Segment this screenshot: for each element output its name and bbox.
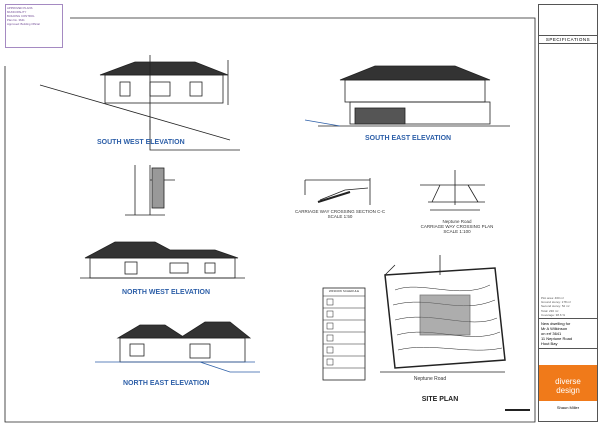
crossing-section-label: CARRIAGE WAY CROSSING SECTION C-C (295, 209, 386, 214)
area-line: Coverage: 38.6 % (541, 312, 566, 317)
project-description: New dwelling for Mr A Wilkinson on erf 3… (539, 318, 597, 349)
stamp-line: APPROVED PLANS (7, 6, 33, 10)
area-line: Second storey: 52 m² (541, 304, 570, 309)
window-schedule-box (322, 287, 366, 381)
project-line: 11 Neptune Road (541, 336, 573, 341)
site-plan-title: SITE PLAN (421, 396, 459, 403)
north-east-elevation-title: NORTH EAST ELEVATION (123, 380, 210, 387)
stamp-line: BUILDING CONTROL (7, 14, 35, 18)
area-schedule: Plot area: 460 m² Ground storey: 178 m² … (539, 295, 597, 318)
firm-logo: diverse design (539, 365, 597, 401)
stamp-line: MUNICIPALITY (7, 10, 27, 14)
north-east-elevation-drawing (95, 321, 260, 373)
stamp-line: Plan No. 3641 (7, 18, 25, 22)
stamp-line: Approved: Building Official (7, 22, 40, 26)
area-line: Ground storey: 178 m² (541, 300, 572, 305)
south-east-elevation-title: SOUTH EAST ELEVATION (365, 135, 452, 142)
title-block: SPECIFICATIONS Plot area: 460 m² Ground … (538, 4, 598, 422)
site-road-label: Neptune Road (413, 376, 447, 382)
crossing-plan-label: CARRIAGE WAY CROSSING PLAN (420, 224, 494, 229)
retaining-wall-detail (125, 165, 175, 216)
logo-text-1: diverse (555, 377, 581, 386)
north-west-elevation-title: NORTH WEST ELEVATION (122, 289, 211, 296)
window-schedule-title: WINDOW SCHEDULE (328, 289, 360, 293)
site-plan-drawing (380, 255, 506, 373)
project-line: Hout Bay (541, 341, 558, 346)
window-schedule-rows (323, 295, 365, 369)
notes (539, 5, 597, 33)
area-line: Plot area: 460 m² (541, 296, 565, 300)
specifications-heading: SPECIFICATIONS (539, 35, 597, 44)
approval-stamp: APPROVED PLANS MUNICIPALITY BUILDING CON… (5, 4, 63, 48)
logo-text-2: design (556, 386, 580, 395)
designer-name: Shaun Miller (556, 405, 580, 410)
project-line: on erf 3641 (541, 331, 562, 336)
south-west-elevation-title: SOUTH WEST ELEVATION (97, 139, 185, 146)
crossing-plan-scale: SCALE 1:100 (443, 229, 471, 234)
north-west-elevation-drawing (80, 241, 245, 279)
crossing-section-scale: SCALE 1:50 (327, 214, 353, 219)
project-line: Mr A Wilkinson (541, 326, 568, 331)
south-west-elevation-drawing (39, 55, 240, 151)
carriage-way-section-drawing (304, 178, 371, 205)
sheet-border (4, 17, 536, 423)
carriage-way-plan-drawing (420, 170, 485, 211)
area-line: Total: 230 m² (541, 308, 559, 313)
project-line: New dwelling for (541, 321, 571, 326)
crossing-plan-road: Neptune Road (442, 219, 472, 224)
south-east-elevation-drawing (304, 65, 510, 127)
